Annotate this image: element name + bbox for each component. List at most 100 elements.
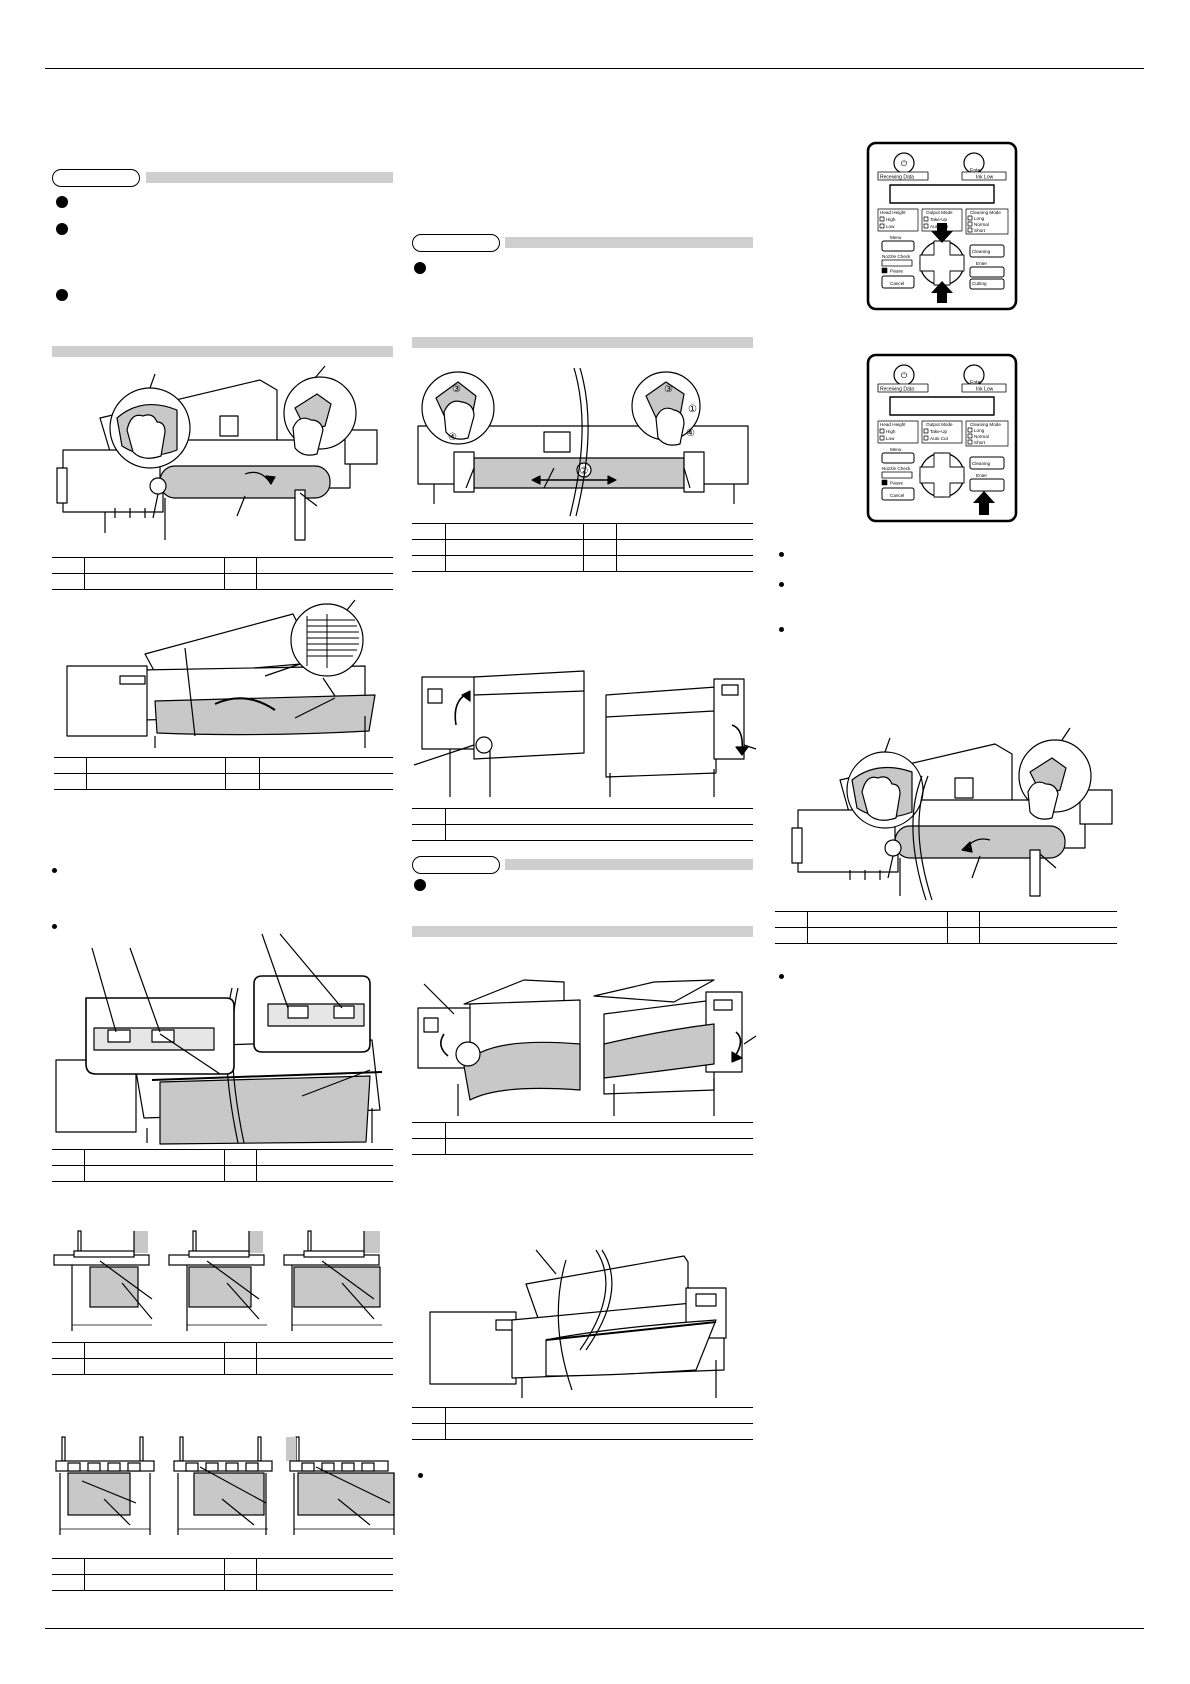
enter-label: Enter (976, 473, 987, 478)
data-lamp-label: Receiving Data (880, 387, 914, 393)
operation-panel-enter: ⏻ Receiving Data Enter Ink Low Head Heig… (866, 353, 1018, 523)
output-mode-label: Output Mode (926, 210, 953, 215)
svg-text:Short: Short (974, 228, 986, 233)
svg-text:Normal: Normal (974, 434, 989, 439)
svg-text:Low: Low (886, 224, 895, 229)
parts-table (52, 1149, 393, 1182)
cleaning-button (969, 244, 1005, 258)
parts-table (52, 557, 393, 590)
svg-text:High: High (886, 217, 896, 222)
step-label: ④ (686, 428, 695, 439)
bullet (414, 262, 426, 274)
arrow-up-icon (973, 491, 995, 515)
bullet-small (779, 582, 784, 587)
data-lamp-label: Receiving Data (880, 175, 914, 181)
note-bar (146, 172, 393, 183)
enter-button (969, 266, 1005, 278)
cancel-label: Cancel (890, 493, 904, 498)
cancel-label: Cancel (890, 281, 904, 286)
media-edge-detail-figure (53, 1230, 382, 1331)
media-guide-detail-figure (55, 1436, 395, 1535)
step-label: ④ (448, 432, 457, 443)
svg-text:Normal: Normal (974, 222, 989, 227)
media-feed-figure (417, 979, 757, 1116)
note-bar (505, 237, 753, 248)
enter-top-label: Enter (970, 168, 982, 174)
parts-table (412, 1122, 753, 1155)
header-rule (45, 68, 1144, 69)
enter-button (969, 478, 1005, 492)
output-mode-label: Output Mode (926, 422, 953, 427)
media-front-figure (66, 599, 376, 748)
enter-label: Enter (976, 261, 987, 266)
bullet (56, 196, 68, 208)
step-label: ③ (664, 384, 673, 395)
nozzle-check-label: Nozzle Check (882, 254, 911, 259)
parts-table (52, 1558, 393, 1591)
step-label: ① (688, 404, 697, 415)
bullet-small (779, 552, 784, 557)
step-label: ③ (452, 384, 461, 395)
feed-left-view (417, 979, 581, 1116)
cancel-button (881, 487, 915, 501)
media-front-load-figure (429, 1249, 727, 1398)
svg-text:Short: Short (974, 440, 986, 445)
pause-label: Pause (890, 481, 903, 486)
bullet (414, 879, 426, 891)
note-bar (505, 859, 753, 870)
cleaning-mode-label: Cleaning Mode (970, 422, 1001, 427)
operation-panel-up-down: ⏻ Receiving Data Enter Ink Low Head Heig… (866, 141, 1018, 311)
head-height-label: Head Height (880, 422, 906, 427)
cancel-button (881, 275, 915, 289)
parts-table (412, 1407, 753, 1440)
svg-text:Take-Up: Take-Up (930, 429, 948, 434)
menu-label: Menu (890, 447, 902, 452)
pause-label: Pause (890, 269, 903, 274)
parts-table (412, 808, 753, 841)
svg-text:Long: Long (974, 216, 985, 221)
svg-text:Auto Cut: Auto Cut (930, 436, 949, 441)
arrow-up-icon (931, 281, 953, 303)
svg-text:⏻: ⏻ (901, 371, 908, 380)
menu-button (881, 240, 915, 252)
media-clamp-figure (55, 933, 383, 1145)
svg-text:Long: Long (974, 428, 985, 433)
nozzle-check-label: Nozzle Check (882, 466, 911, 471)
section-bar (412, 337, 753, 348)
svg-text:⏻: ⏻ (901, 159, 908, 168)
bullet (56, 223, 68, 235)
lcd-display (889, 184, 995, 204)
enter-top-label: Enter (970, 380, 982, 386)
step-label: ② (580, 466, 589, 477)
parts-table (52, 1342, 393, 1375)
lever-right-view (605, 678, 757, 797)
edge-detail-b (168, 1230, 267, 1331)
lever-left-view (413, 670, 585, 797)
bullet-small (418, 1473, 423, 1478)
cleaning-button (969, 456, 1005, 470)
section-bar (412, 926, 753, 937)
bullet-small (779, 974, 784, 979)
parts-table (412, 523, 753, 572)
svg-text:Low: Low (886, 436, 895, 441)
bullet-small (52, 868, 57, 873)
bullet-small (52, 924, 57, 929)
guide-detail-c (286, 1436, 395, 1535)
edge-detail-a (53, 1230, 153, 1331)
note-label (52, 169, 140, 187)
ink-low-label: Ink Low (976, 175, 994, 181)
bullet-small (779, 627, 784, 632)
guide-detail-b (173, 1436, 273, 1535)
menu-button (881, 452, 915, 464)
note-label (412, 234, 500, 252)
footer-rule (45, 1628, 1144, 1629)
section-bar (52, 346, 393, 357)
menu-label: Menu (890, 235, 902, 240)
note-label (412, 856, 500, 874)
cleaning-mode-label: Cleaning Mode (970, 210, 1001, 215)
bullet (56, 289, 68, 301)
roll-holder-figure: ② ③ ④ ③ ① ④ (417, 367, 749, 517)
edge-detail-c (283, 1230, 382, 1331)
lcd-display (889, 396, 995, 416)
arrow-down-icon (931, 223, 953, 243)
